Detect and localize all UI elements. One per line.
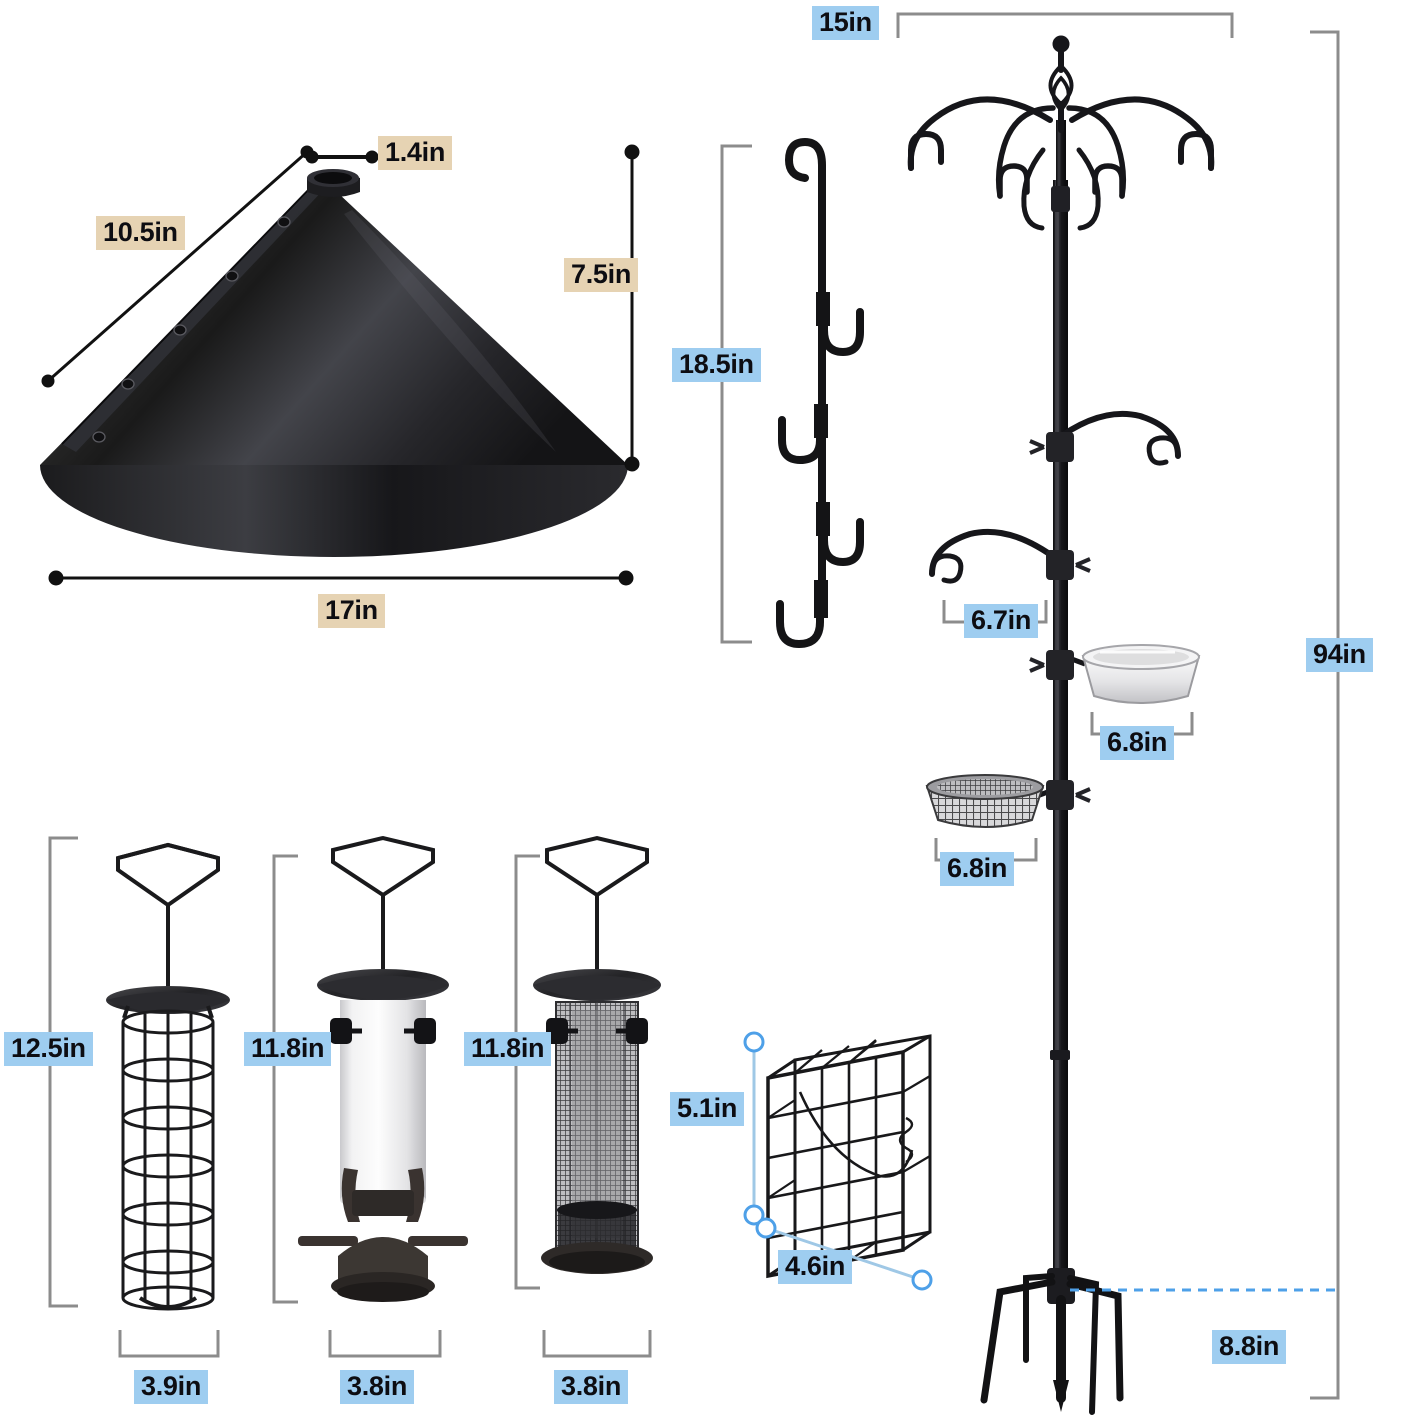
label-pole-base: 8.8in	[1212, 1330, 1287, 1365]
tray-mesh	[925, 774, 1054, 828]
feeder-tube-seed-graphic	[298, 835, 468, 1302]
label-suet-height: 5.1in	[670, 1092, 745, 1127]
label-pole-armspan: 15in	[812, 6, 879, 41]
pole-dimension-rules	[896, 12, 1340, 1400]
label-pole-tray-bottom: 6.8in	[940, 852, 1015, 887]
extender-dimension-bracket	[720, 144, 752, 644]
pole-base-prongs	[980, 1268, 1124, 1415]
suet-cage-dimension-rules	[743, 1031, 933, 1291]
label-baffle-base: 17in	[318, 594, 385, 629]
label-extender-length: 18.5in	[672, 348, 761, 383]
feeder-suet-ball-graphic	[106, 842, 230, 1311]
label-feeder2-height: 11.8in	[244, 1032, 332, 1067]
label-baffle-slant: 10.5in	[96, 216, 185, 251]
feeder-dimension-brackets	[48, 836, 652, 1358]
label-feeder3-width: 3.8in	[554, 1370, 629, 1405]
baffle-dimension-lines	[41, 144, 640, 586]
label-feeder3-height: 11.8in	[464, 1032, 552, 1067]
label-pole-tray-top: 6.8in	[1100, 726, 1175, 761]
pole-stand-graphic	[907, 35, 1215, 1415]
baffle-cone-graphic	[40, 169, 628, 557]
label-feeder1-width: 3.9in	[134, 1370, 209, 1405]
label-baffle-height: 7.5in	[564, 258, 639, 293]
tray-steel	[1068, 644, 1201, 704]
label-feeder1-height: 12.5in	[4, 1032, 93, 1067]
label-baffle-top: 1.4in	[378, 136, 453, 171]
suet-cage-graphic	[766, 1034, 932, 1279]
scroll-hook-upper	[1050, 410, 1181, 466]
feeder-mesh-graphic	[533, 835, 661, 1274]
label-feeder2-width: 3.8in	[340, 1370, 415, 1405]
label-suet-width: 4.6in	[778, 1250, 853, 1285]
extender-rod-graphic	[776, 137, 864, 649]
label-pole-hook: 6.7in	[964, 604, 1039, 639]
label-pole-height: 94in	[1306, 638, 1373, 673]
scroll-hook-lower	[929, 528, 1061, 584]
